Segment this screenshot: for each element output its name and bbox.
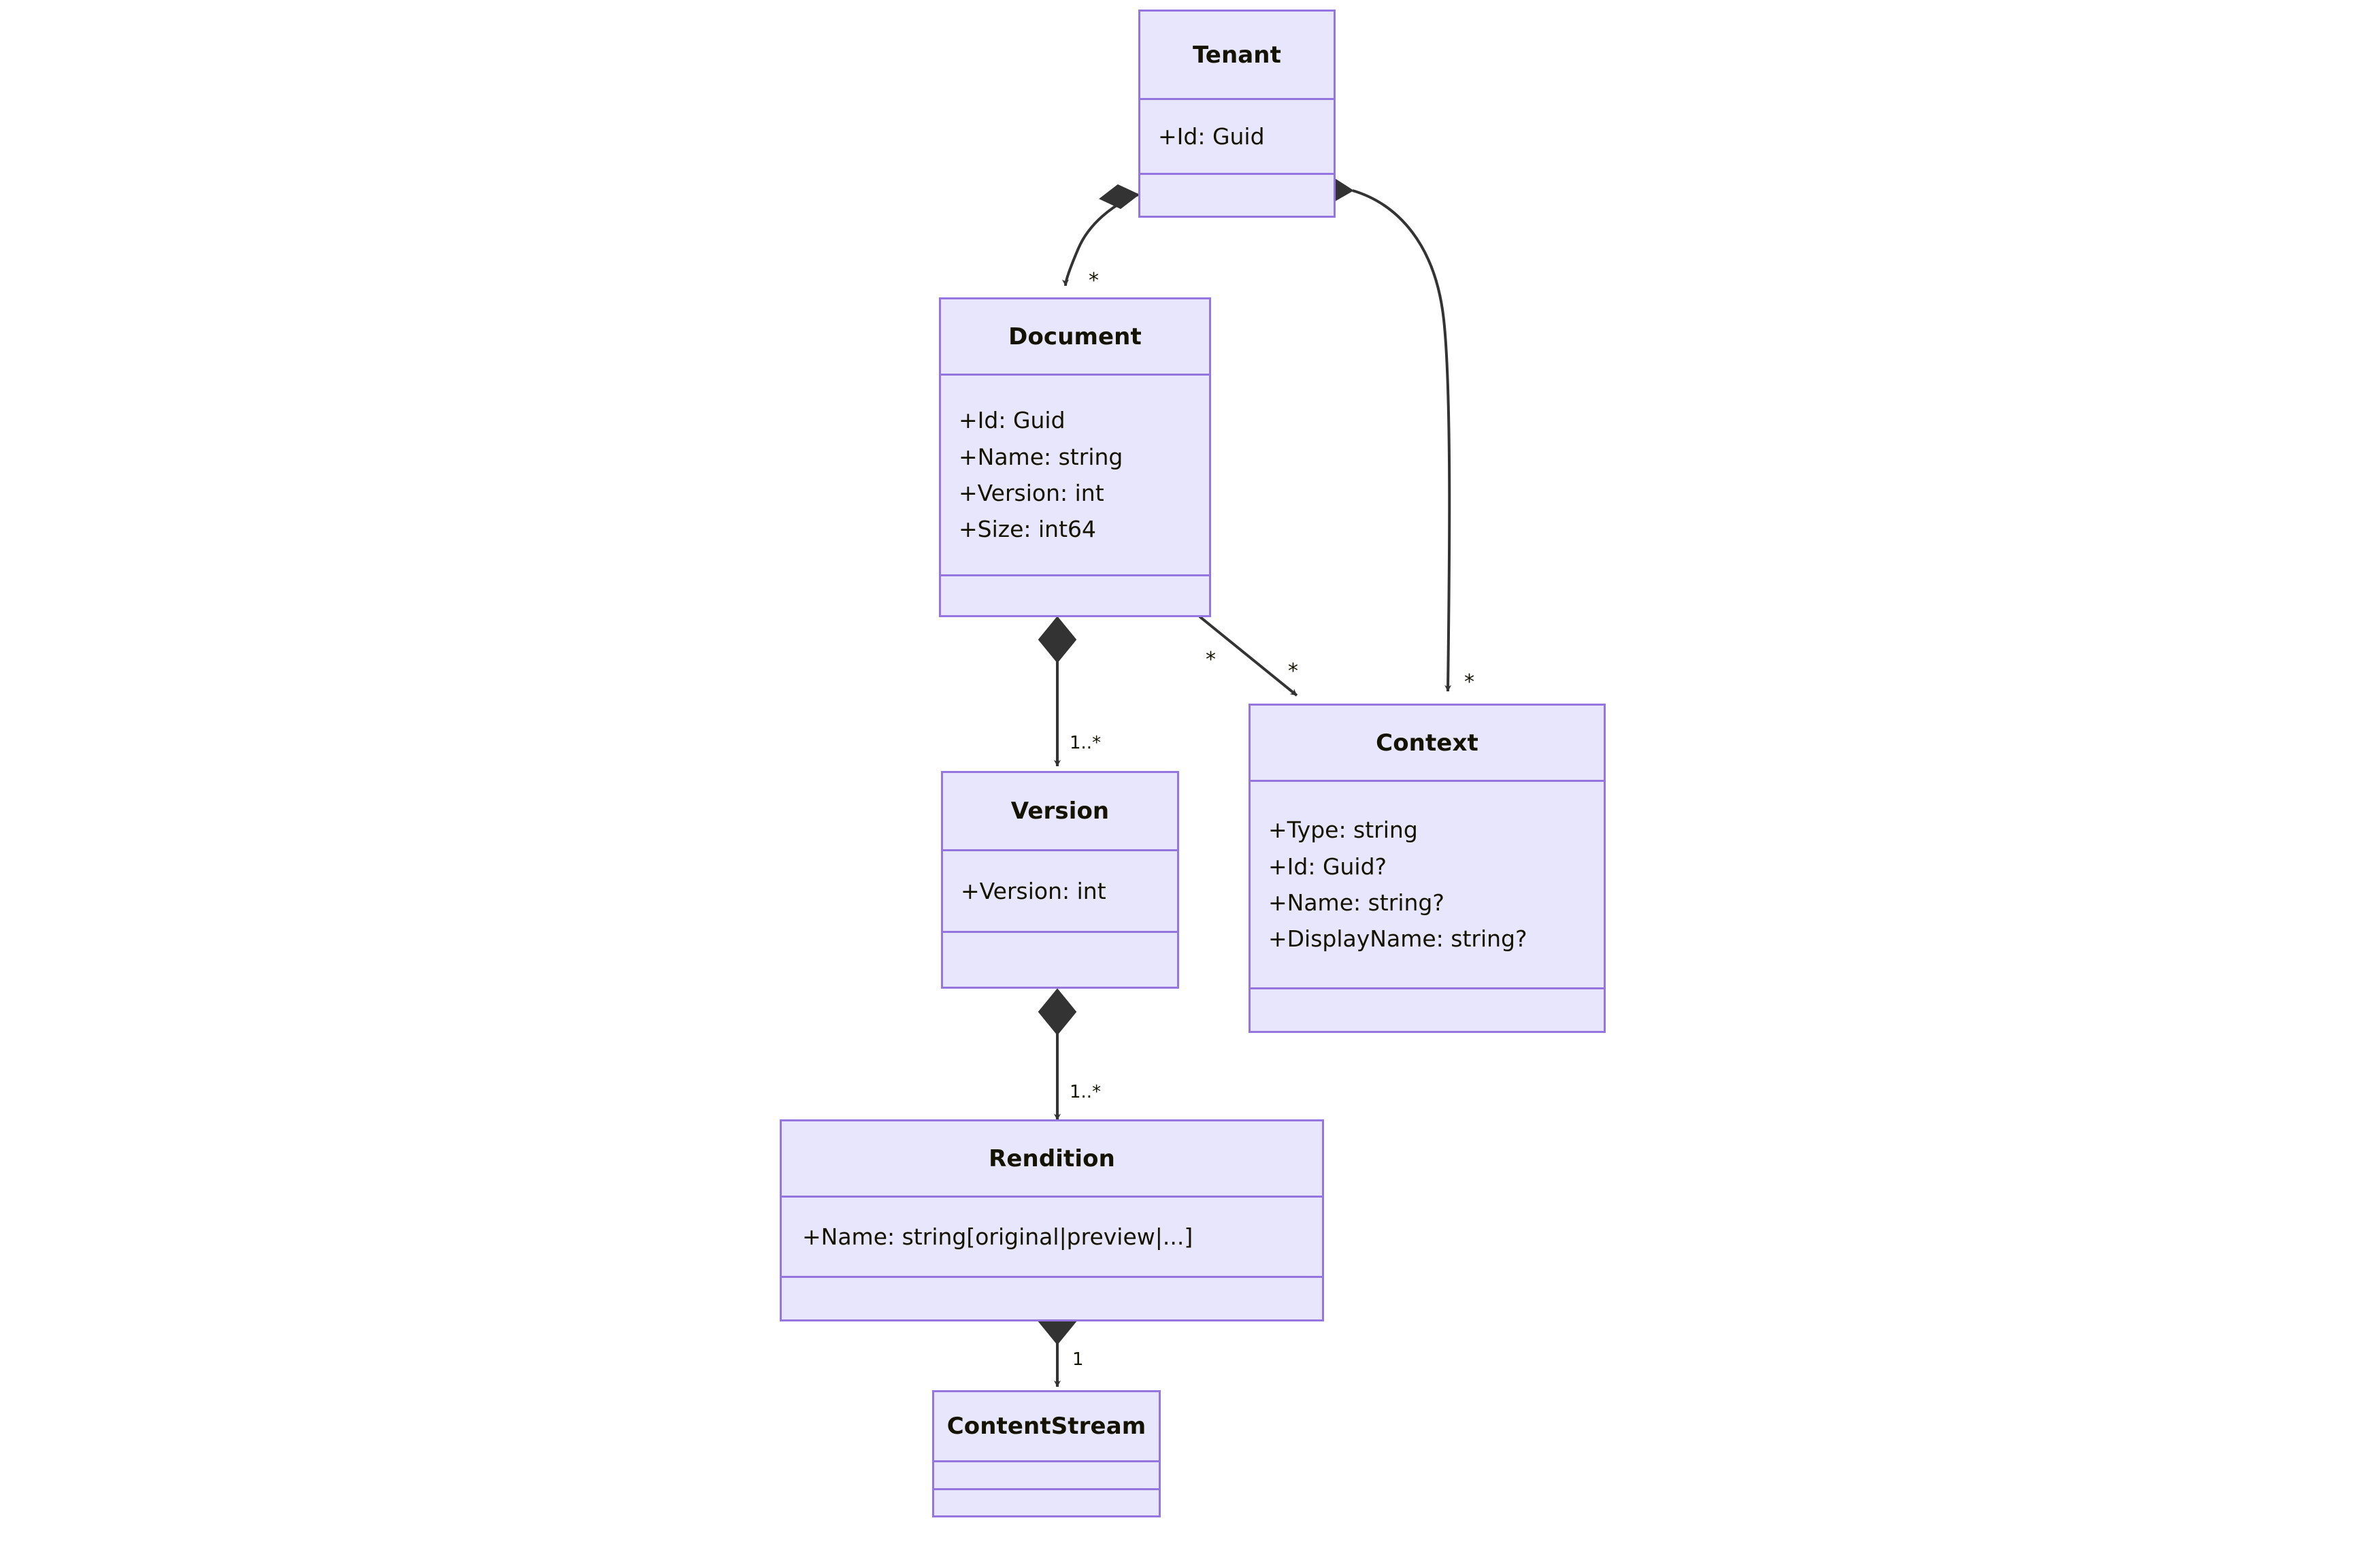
- edge-tenant-context: [1313, 177, 1452, 692]
- multiplicity-document-context-target: *: [1288, 659, 1298, 683]
- class-methods-compartment: [782, 1278, 1322, 1319]
- class-attributes-compartment: +Name: string[original|preview|...]: [782, 1198, 1322, 1278]
- attribute-row: +Name: string?: [1268, 889, 1444, 916]
- multiplicity-tenant-context: *: [1464, 670, 1474, 694]
- attribute-row: +Id: Guid?: [1268, 853, 1387, 880]
- attribute-row: +Id: Guid: [959, 407, 1065, 434]
- class-methods-compartment: [943, 933, 1177, 987]
- class-node-rendition[interactable]: Rendition +Name: string[original|preview…: [780, 1119, 1324, 1321]
- class-node-version[interactable]: Version +Version: int: [941, 771, 1179, 989]
- composition-diamond-version-rendition: [1038, 988, 1077, 1036]
- composition-diamond-document-version: [1038, 616, 1077, 663]
- multiplicity-document-version: 1..*: [1070, 733, 1102, 753]
- class-node-tenant[interactable]: Tenant +Id: Guid: [1138, 10, 1336, 218]
- class-name-contentstream: ContentStream: [946, 1413, 1146, 1440]
- composition-diamond-tenant-document: [1099, 184, 1140, 210]
- class-attributes-compartment: [934, 1462, 1159, 1490]
- class-methods-compartment: [1140, 175, 1334, 216]
- class-methods-compartment: [941, 576, 1209, 615]
- class-title-compartment: Context: [1251, 706, 1604, 782]
- multiplicity-rendition-contentstream: 1: [1072, 1349, 1084, 1370]
- class-attributes-compartment: +Version: int: [943, 851, 1177, 933]
- class-title-compartment: Document: [941, 299, 1209, 376]
- attribute-row: +Version: int: [961, 877, 1106, 904]
- class-title-compartment: Rendition: [782, 1121, 1322, 1198]
- class-name-version: Version: [1010, 797, 1110, 825]
- class-name-tenant: Tenant: [1193, 41, 1281, 69]
- class-attributes-compartment: +Id: Guid +Name: string +Version: int +S…: [941, 376, 1209, 576]
- attribute-row: +Version: int: [959, 480, 1104, 506]
- class-node-contentstream[interactable]: ContentStream: [932, 1390, 1161, 1517]
- multiplicity-document-context-source: *: [1206, 648, 1216, 672]
- class-node-context[interactable]: Context +Type: string +Id: Guid? +Name: …: [1249, 704, 1606, 1033]
- class-attributes-compartment: +Type: string +Id: Guid? +Name: string? …: [1251, 782, 1604, 989]
- class-name-document: Document: [1008, 323, 1142, 350]
- class-name-context: Context: [1376, 729, 1478, 757]
- class-methods-compartment: [1251, 989, 1604, 1031]
- multiplicity-tenant-document: *: [1089, 269, 1099, 293]
- attribute-row: +Type: string: [1268, 817, 1418, 844]
- class-methods-compartment: [934, 1490, 1159, 1515]
- attribute-row: +Id: Guid: [1158, 122, 1265, 150]
- class-title-compartment: ContentStream: [934, 1392, 1159, 1462]
- attribute-row: +Name: string: [959, 443, 1123, 470]
- multiplicity-version-rendition: 1..*: [1070, 1082, 1102, 1102]
- class-title-compartment: Version: [943, 773, 1177, 851]
- class-name-rendition: Rendition: [989, 1145, 1115, 1172]
- class-attributes-compartment: +Id: Guid: [1140, 100, 1334, 175]
- edge-tenant-document: [1061, 184, 1140, 286]
- class-title-compartment: Tenant: [1140, 12, 1334, 100]
- attribute-row: +DisplayName: string?: [1268, 925, 1527, 953]
- attribute-row: +Name: string[original|preview|...]: [802, 1223, 1193, 1250]
- attribute-row: +Size: int64: [959, 516, 1097, 543]
- class-node-document[interactable]: Document +Id: Guid +Name: string +Versio…: [939, 297, 1211, 617]
